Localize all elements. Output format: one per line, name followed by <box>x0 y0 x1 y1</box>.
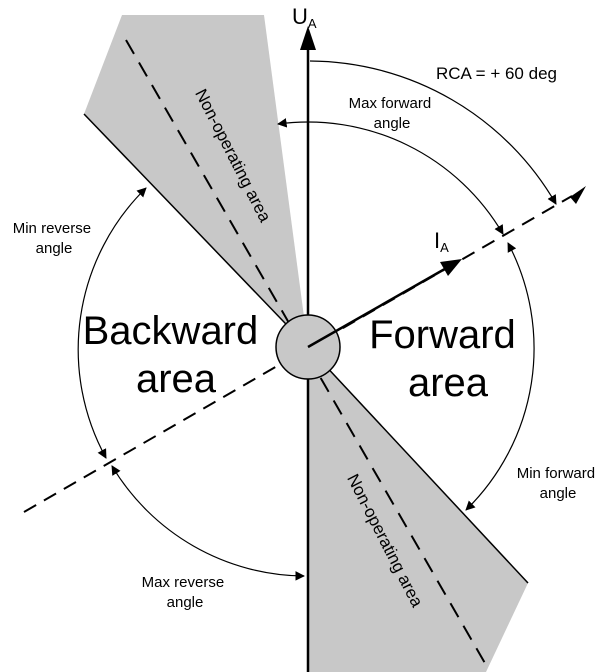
i-vector-line <box>307 264 451 349</box>
u-axis-arrow <box>300 26 316 50</box>
max-forward-label: Max forward angle <box>349 95 436 132</box>
forward-area-label: Forward area <box>369 313 527 405</box>
max-reverse-label: Max reverse angle <box>142 574 229 611</box>
i-vector-arrow <box>440 259 462 276</box>
max-forward-arc <box>277 118 504 235</box>
non-operating-area-lower <box>308 347 528 672</box>
rca-arc <box>309 60 557 205</box>
non-operating-axis-line <box>125 39 487 666</box>
rca-line <box>23 195 573 513</box>
max-reverse-arc <box>111 465 305 581</box>
min-reverse-label: Min reverse angle <box>13 220 96 257</box>
backward-area-label: Backward area <box>83 309 270 401</box>
non-operating-area-upper <box>84 15 308 347</box>
lower-sector-edge <box>307 346 529 584</box>
upper-sector-edge <box>83 113 309 348</box>
i-axis-label: IA <box>434 228 449 255</box>
min-reverse-arc <box>77 187 147 459</box>
min-forward-arc <box>465 242 535 511</box>
u-axis-label: UA <box>292 4 317 31</box>
min-forward-label: Min forward angle <box>517 465 600 502</box>
rca-label: RCA = + 60 deg <box>436 64 557 83</box>
rca-line-arrow <box>570 186 586 204</box>
